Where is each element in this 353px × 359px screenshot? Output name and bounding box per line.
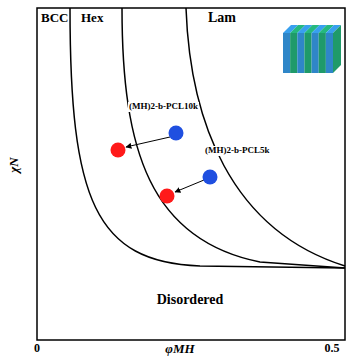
sample-dot xyxy=(203,170,218,185)
phase-boundary xyxy=(70,8,345,268)
phase-label: Disordered xyxy=(156,292,225,307)
phase-boundary xyxy=(122,8,345,268)
tick-label: 0 xyxy=(33,342,41,355)
axis-title: φMH xyxy=(164,342,195,356)
sample-dot xyxy=(169,126,184,141)
lamella-stripe xyxy=(312,33,319,73)
lamellae-icon xyxy=(283,25,341,73)
axis-title: χN xyxy=(7,156,21,173)
phase-label: BCC xyxy=(40,11,69,25)
lamella-stripe xyxy=(283,33,290,73)
tick-label: 0.5 xyxy=(324,342,341,355)
lamella-stripe xyxy=(290,33,297,73)
sample-label: (MH)2-b-PCL10k xyxy=(128,102,199,112)
shift-arrow xyxy=(175,180,204,192)
phase-label: Lam xyxy=(207,10,237,25)
phase-boundary xyxy=(186,8,345,266)
lamella-stripe xyxy=(297,33,304,73)
sample-dot xyxy=(111,143,126,158)
lamella-side xyxy=(333,25,341,73)
lamella-stripe xyxy=(319,33,326,73)
sample-dot xyxy=(160,189,175,204)
lamella-stripe xyxy=(304,33,311,73)
sample-label: (MH)2-b-PCL5k xyxy=(204,146,271,156)
plot-frame xyxy=(37,8,345,340)
phase-label: Hex xyxy=(80,11,104,25)
lamella-stripe xyxy=(326,33,333,73)
shift-arrow xyxy=(126,137,170,147)
